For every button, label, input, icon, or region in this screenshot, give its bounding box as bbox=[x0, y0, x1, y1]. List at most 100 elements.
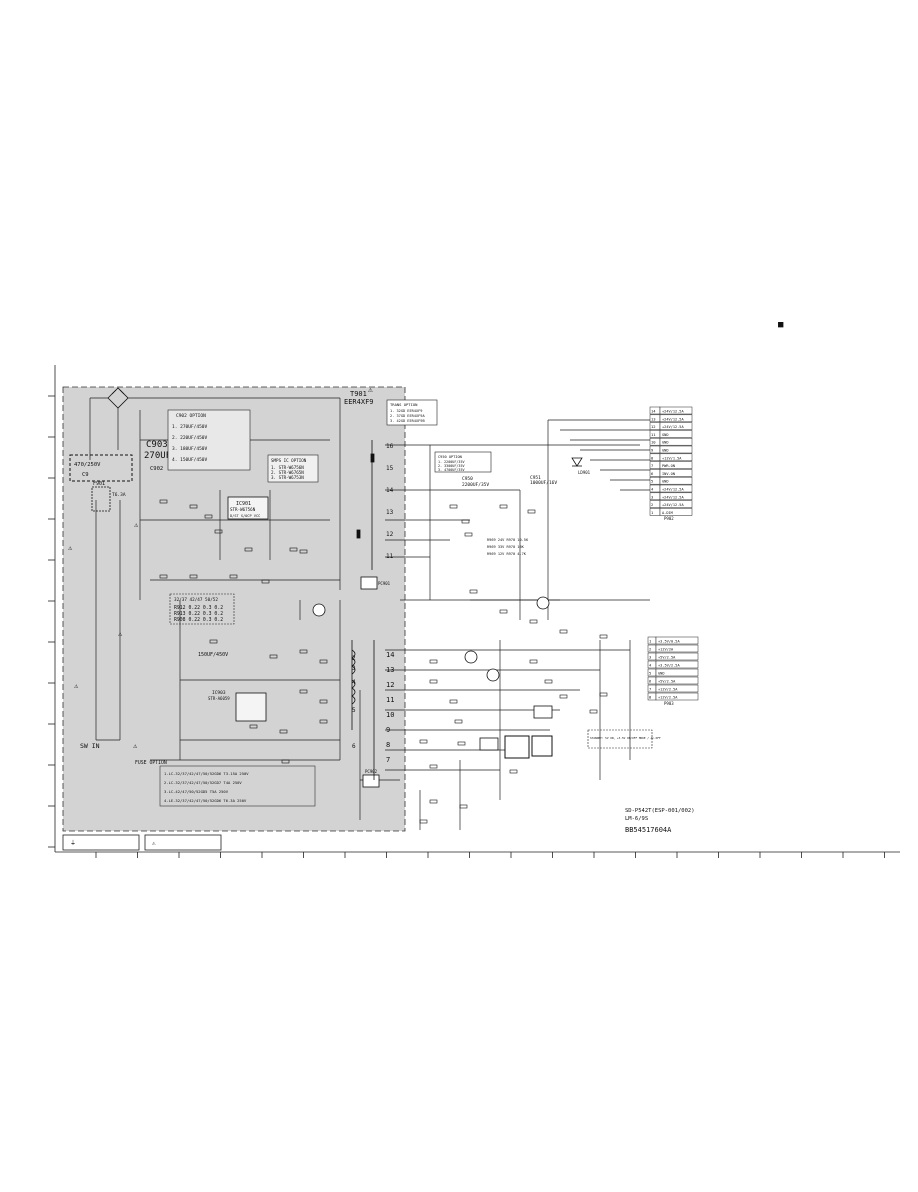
connector-pin-name: PWR-ON bbox=[662, 464, 675, 468]
resistor-symbol bbox=[214, 529, 223, 534]
resistor-symbol bbox=[419, 739, 428, 744]
connector-pin-name: +5V/2.5A bbox=[658, 656, 676, 660]
svg-text:1. 270UF/450V: 1. 270UF/450V bbox=[172, 424, 208, 430]
connector-pin-number: 1 bbox=[651, 510, 654, 515]
resistor-symbol bbox=[189, 574, 198, 579]
connector-name-box bbox=[659, 492, 693, 501]
resistor-symbol bbox=[559, 694, 568, 699]
resistor-symbol bbox=[244, 547, 253, 552]
resistor-symbol bbox=[509, 769, 518, 774]
svg-text:R912 0.22 0.3 0.2: R912 0.22 0.3 0.2 bbox=[174, 605, 223, 611]
regulator-ic951 bbox=[533, 705, 553, 719]
connector-name-box bbox=[655, 676, 699, 685]
resistor-symbol bbox=[209, 639, 218, 644]
resistor-symbol bbox=[281, 759, 290, 764]
optocoupler-pc902: PC902 bbox=[362, 769, 380, 788]
connector-pin-name: +24V/12.5A bbox=[662, 410, 684, 414]
svg-text:⚠: ⚠ bbox=[68, 544, 73, 552]
resistor-symbol bbox=[429, 799, 438, 804]
resistor-symbol bbox=[461, 519, 470, 524]
component-symbols bbox=[159, 499, 608, 824]
resistor-symbol bbox=[249, 724, 258, 729]
cap-c950: C950 bbox=[462, 476, 473, 482]
ic903: IC903 STR-A6059 bbox=[208, 690, 267, 722]
connector-pin-number: 5 bbox=[651, 479, 653, 484]
resistor-symbol bbox=[599, 634, 608, 639]
connector-pin-name: +24V/12.5A bbox=[662, 488, 684, 492]
cap-c950-value: 2200UF/35V bbox=[462, 482, 489, 488]
secondary-pin-number: 16 bbox=[386, 443, 394, 450]
resistor-symbol bbox=[429, 659, 438, 664]
svg-text:32/37 42/47 50/52: 32/37 42/47 50/52 bbox=[174, 597, 218, 603]
cap-c903: C903 bbox=[146, 440, 168, 450]
optocoupler-pc901: PC901 bbox=[360, 576, 391, 590]
svg-text:2. 3300UF/35V: 2. 3300UF/35V bbox=[438, 464, 465, 468]
svg-text:PC901: PC901 bbox=[378, 581, 391, 586]
connector-pin-number: 3 bbox=[649, 655, 651, 660]
svg-text:1. STR-W6756N: 1. STR-W6756N bbox=[271, 465, 304, 470]
resistor-value-table: 32/37 42/47 50/52 R912 0.22 0.3 0.2 R913… bbox=[169, 593, 235, 625]
connector-name-box bbox=[659, 422, 693, 430]
resistor-symbol bbox=[529, 619, 538, 624]
svg-text:⚠: ⚠ bbox=[74, 682, 79, 690]
sheet-frame bbox=[54, 365, 900, 853]
resistor-symbol bbox=[464, 532, 473, 537]
secondary-pin-number: 8 bbox=[386, 741, 390, 749]
connector-name-box bbox=[659, 500, 693, 508]
transformer-part: EER4XF9 bbox=[344, 398, 374, 406]
connector-name-box bbox=[655, 668, 699, 677]
resistor-symbol bbox=[429, 679, 438, 684]
svg-text:R913 0.22 0.3 0.2: R913 0.22 0.3 0.2 bbox=[174, 611, 223, 617]
secondary-wiring bbox=[385, 419, 650, 830]
connector-pin-name: A-DIM bbox=[662, 511, 674, 515]
warning-icons: ⚠ ⚠ ⚠ ⚠ ⚠ bbox=[68, 521, 139, 750]
resistor-symbol bbox=[289, 547, 298, 552]
svg-text:⚠: ⚠ bbox=[152, 840, 156, 847]
connector-pin-number: 7 bbox=[649, 687, 651, 692]
resistor-symbol bbox=[159, 499, 168, 504]
svg-text:5: 5 bbox=[352, 707, 356, 714]
connector-pin-name: +12V/2A bbox=[658, 648, 674, 652]
connector-pin-name: +12V/2.5A bbox=[658, 696, 678, 700]
connector-name-box bbox=[655, 684, 699, 693]
svg-text:1. 2200UF/35V: 1. 2200UF/35V bbox=[438, 460, 465, 464]
svg-text:3. 180UF/450V: 3. 180UF/450V bbox=[172, 446, 208, 452]
title-line-1: SD-P542T(ESP-001/002) bbox=[625, 808, 695, 814]
resistor-symbol bbox=[469, 589, 478, 594]
resistor-symbol bbox=[159, 574, 168, 579]
resistor-symbol bbox=[189, 504, 198, 509]
svg-text:F901: F901 bbox=[93, 481, 105, 487]
connector-pin-name: GND bbox=[662, 449, 669, 453]
secondary-pin-number: 14 bbox=[386, 651, 394, 659]
legend-ground-box: ⏚ bbox=[62, 834, 140, 851]
svg-text:4.LE-32/37/42/47/50/52GD6 T6: 4.LE-32/37/42/47/50/52GD6 T6.3A 250V bbox=[164, 798, 247, 803]
svg-text:⏚: ⏚ bbox=[70, 840, 76, 847]
resistor-symbol bbox=[319, 719, 328, 724]
resistor-symbol bbox=[559, 629, 568, 634]
secondary-pin-number: 11 bbox=[386, 696, 394, 704]
svg-text:3. 4700UF/35V: 3. 4700UF/35V bbox=[438, 468, 465, 472]
connector-pin-number: 7 bbox=[651, 463, 653, 468]
connector-label: P903 bbox=[664, 701, 674, 706]
secondary-pin-number: 10 bbox=[386, 711, 394, 719]
secondary-pin-number: 12 bbox=[386, 681, 394, 689]
connector-pin-name: +24V/12.5A bbox=[662, 417, 684, 421]
connector-name-box bbox=[655, 644, 699, 653]
resistor-symbol bbox=[499, 504, 508, 509]
svg-text:TRANS OPTION: TRANS OPTION bbox=[390, 402, 418, 407]
connector-pin-number: 8 bbox=[649, 695, 652, 700]
x-cap-label: C9 bbox=[82, 472, 89, 478]
connector-pin-number: 12 bbox=[651, 424, 656, 429]
resistor-symbol bbox=[299, 689, 308, 694]
ic901: IC901 STR-W6756N D/ST S/OCP VCC bbox=[227, 496, 269, 520]
svg-text:4: 4 bbox=[352, 679, 356, 686]
standby-note: STANDBY: 5V ON, +3.5V ON/OFF MODE / AC-O… bbox=[590, 736, 661, 740]
transistor-q952 bbox=[464, 650, 478, 664]
secondary-windings-top bbox=[356, 440, 375, 570]
resistor-symbol bbox=[499, 609, 508, 614]
cap-c951: C951 bbox=[530, 475, 541, 481]
secondary-pin-number: 14 bbox=[386, 487, 394, 494]
svg-text:FUSE OPTION: FUSE OPTION bbox=[135, 760, 167, 766]
x-cap-value: 470/250V bbox=[74, 462, 101, 468]
connector-name-box bbox=[659, 430, 693, 438]
